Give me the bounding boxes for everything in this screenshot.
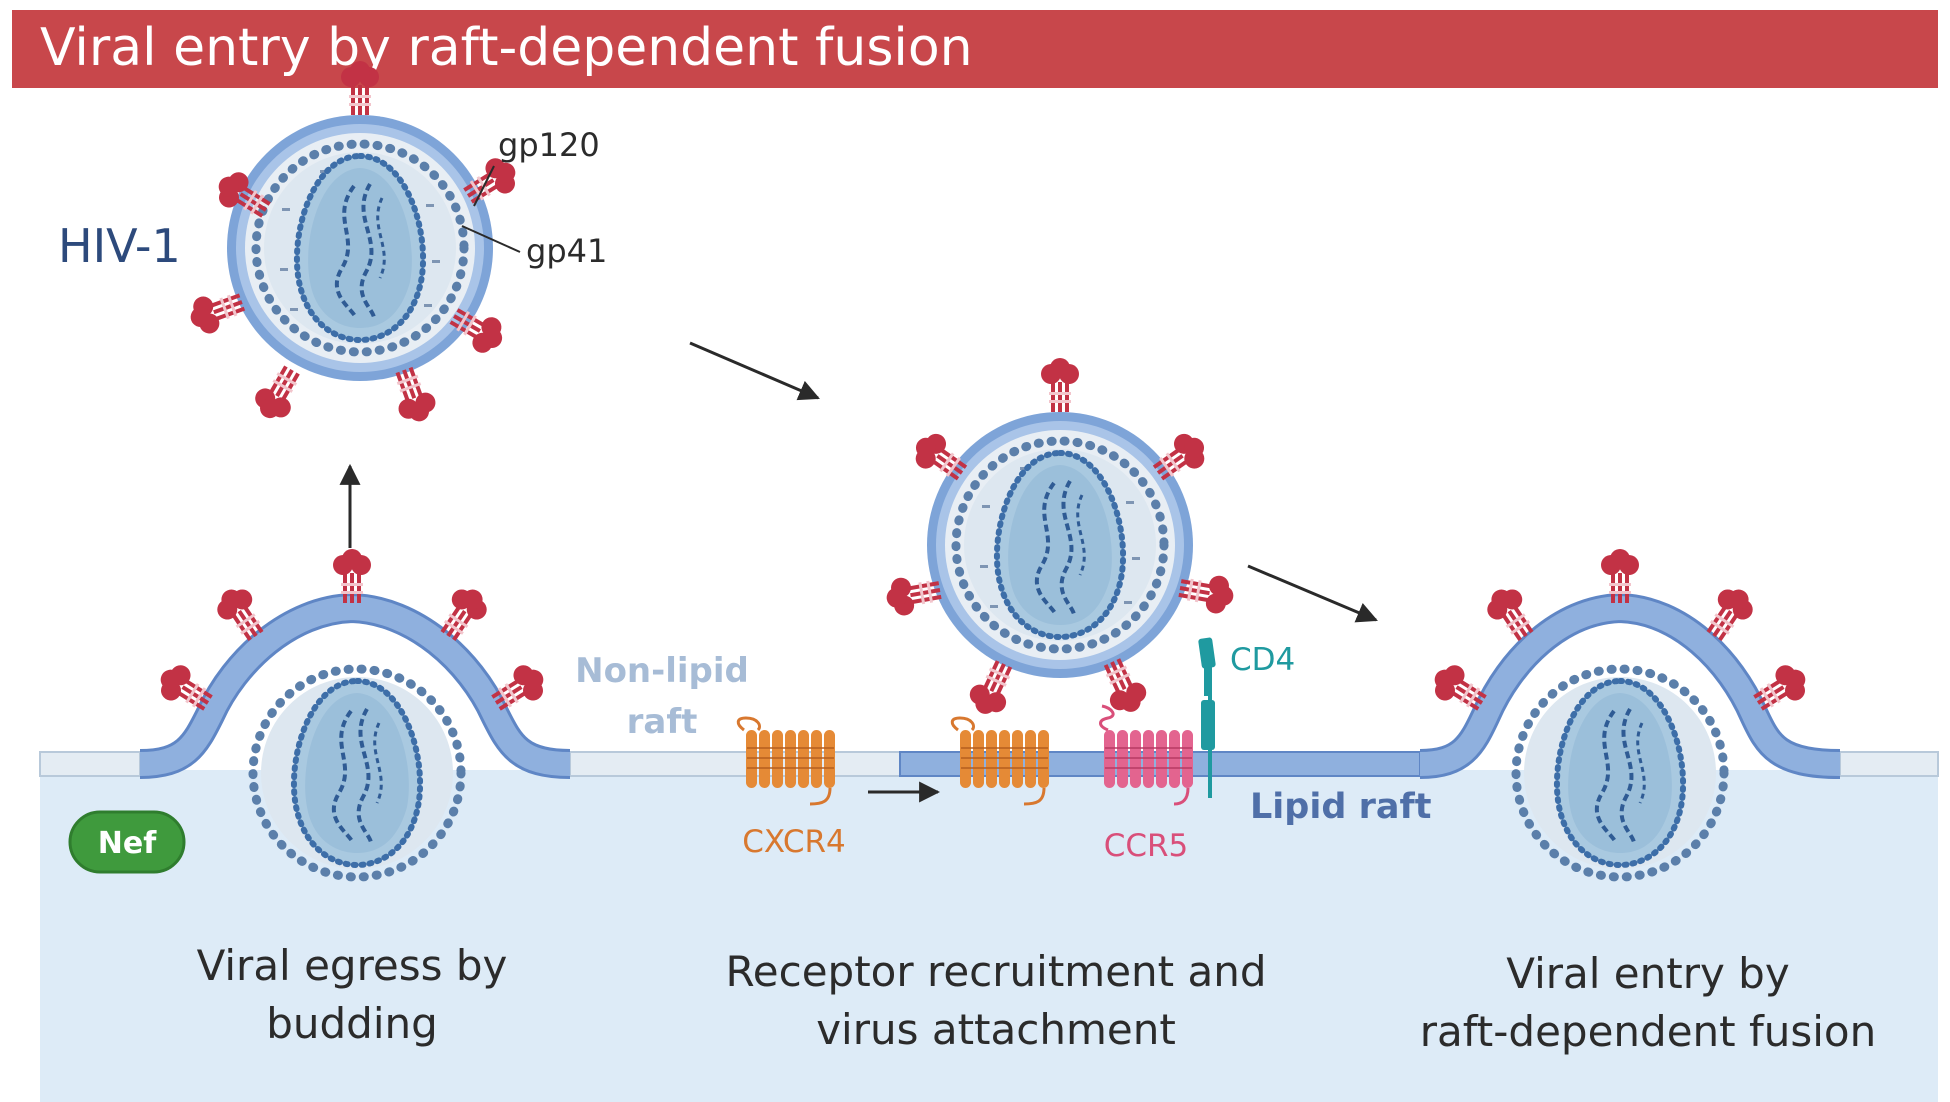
arrows — [339, 341, 1378, 803]
title-banner: Viral entry by raft-dependent fusion — [12, 10, 1938, 88]
fusing-virion — [1419, 549, 1841, 877]
hiv-virion — [184, 61, 524, 428]
cd4-receptor — [1198, 637, 1216, 798]
caption-budding-2: budding — [266, 999, 438, 1048]
non-lipid-label-1: Non-lipid — [575, 651, 749, 691]
lipid-raft-label: Lipid raft — [1250, 787, 1431, 827]
budding-virion — [139, 549, 571, 877]
ccr5-label: CCR5 — [1104, 828, 1189, 864]
gp120-label: gp120 — [498, 126, 600, 164]
nef-protein: Nef — [68, 810, 186, 874]
caption-attachment-2: virus attachment — [816, 1005, 1176, 1054]
leader-lines — [461, 165, 521, 253]
caption-entry-1: Viral entry by — [1506, 949, 1789, 998]
figure-title: Viral entry by raft-dependent fusion — [40, 18, 973, 78]
hiv-label: HIV-1 — [58, 219, 181, 273]
attaching-virion — [883, 358, 1237, 721]
caption-entry-2: raft-dependent fusion — [1420, 1007, 1877, 1056]
cd4-label: CD4 — [1230, 642, 1295, 678]
cxcr4-label: CXCR4 — [742, 824, 846, 860]
gp41-label: gp41 — [526, 232, 607, 270]
caption-attachment-1: Receptor recruitment and — [725, 947, 1266, 996]
caption-budding-1: Viral egress by — [197, 941, 508, 990]
non-lipid-label-2: raft — [627, 702, 698, 742]
nef-label: Nef — [98, 826, 157, 861]
